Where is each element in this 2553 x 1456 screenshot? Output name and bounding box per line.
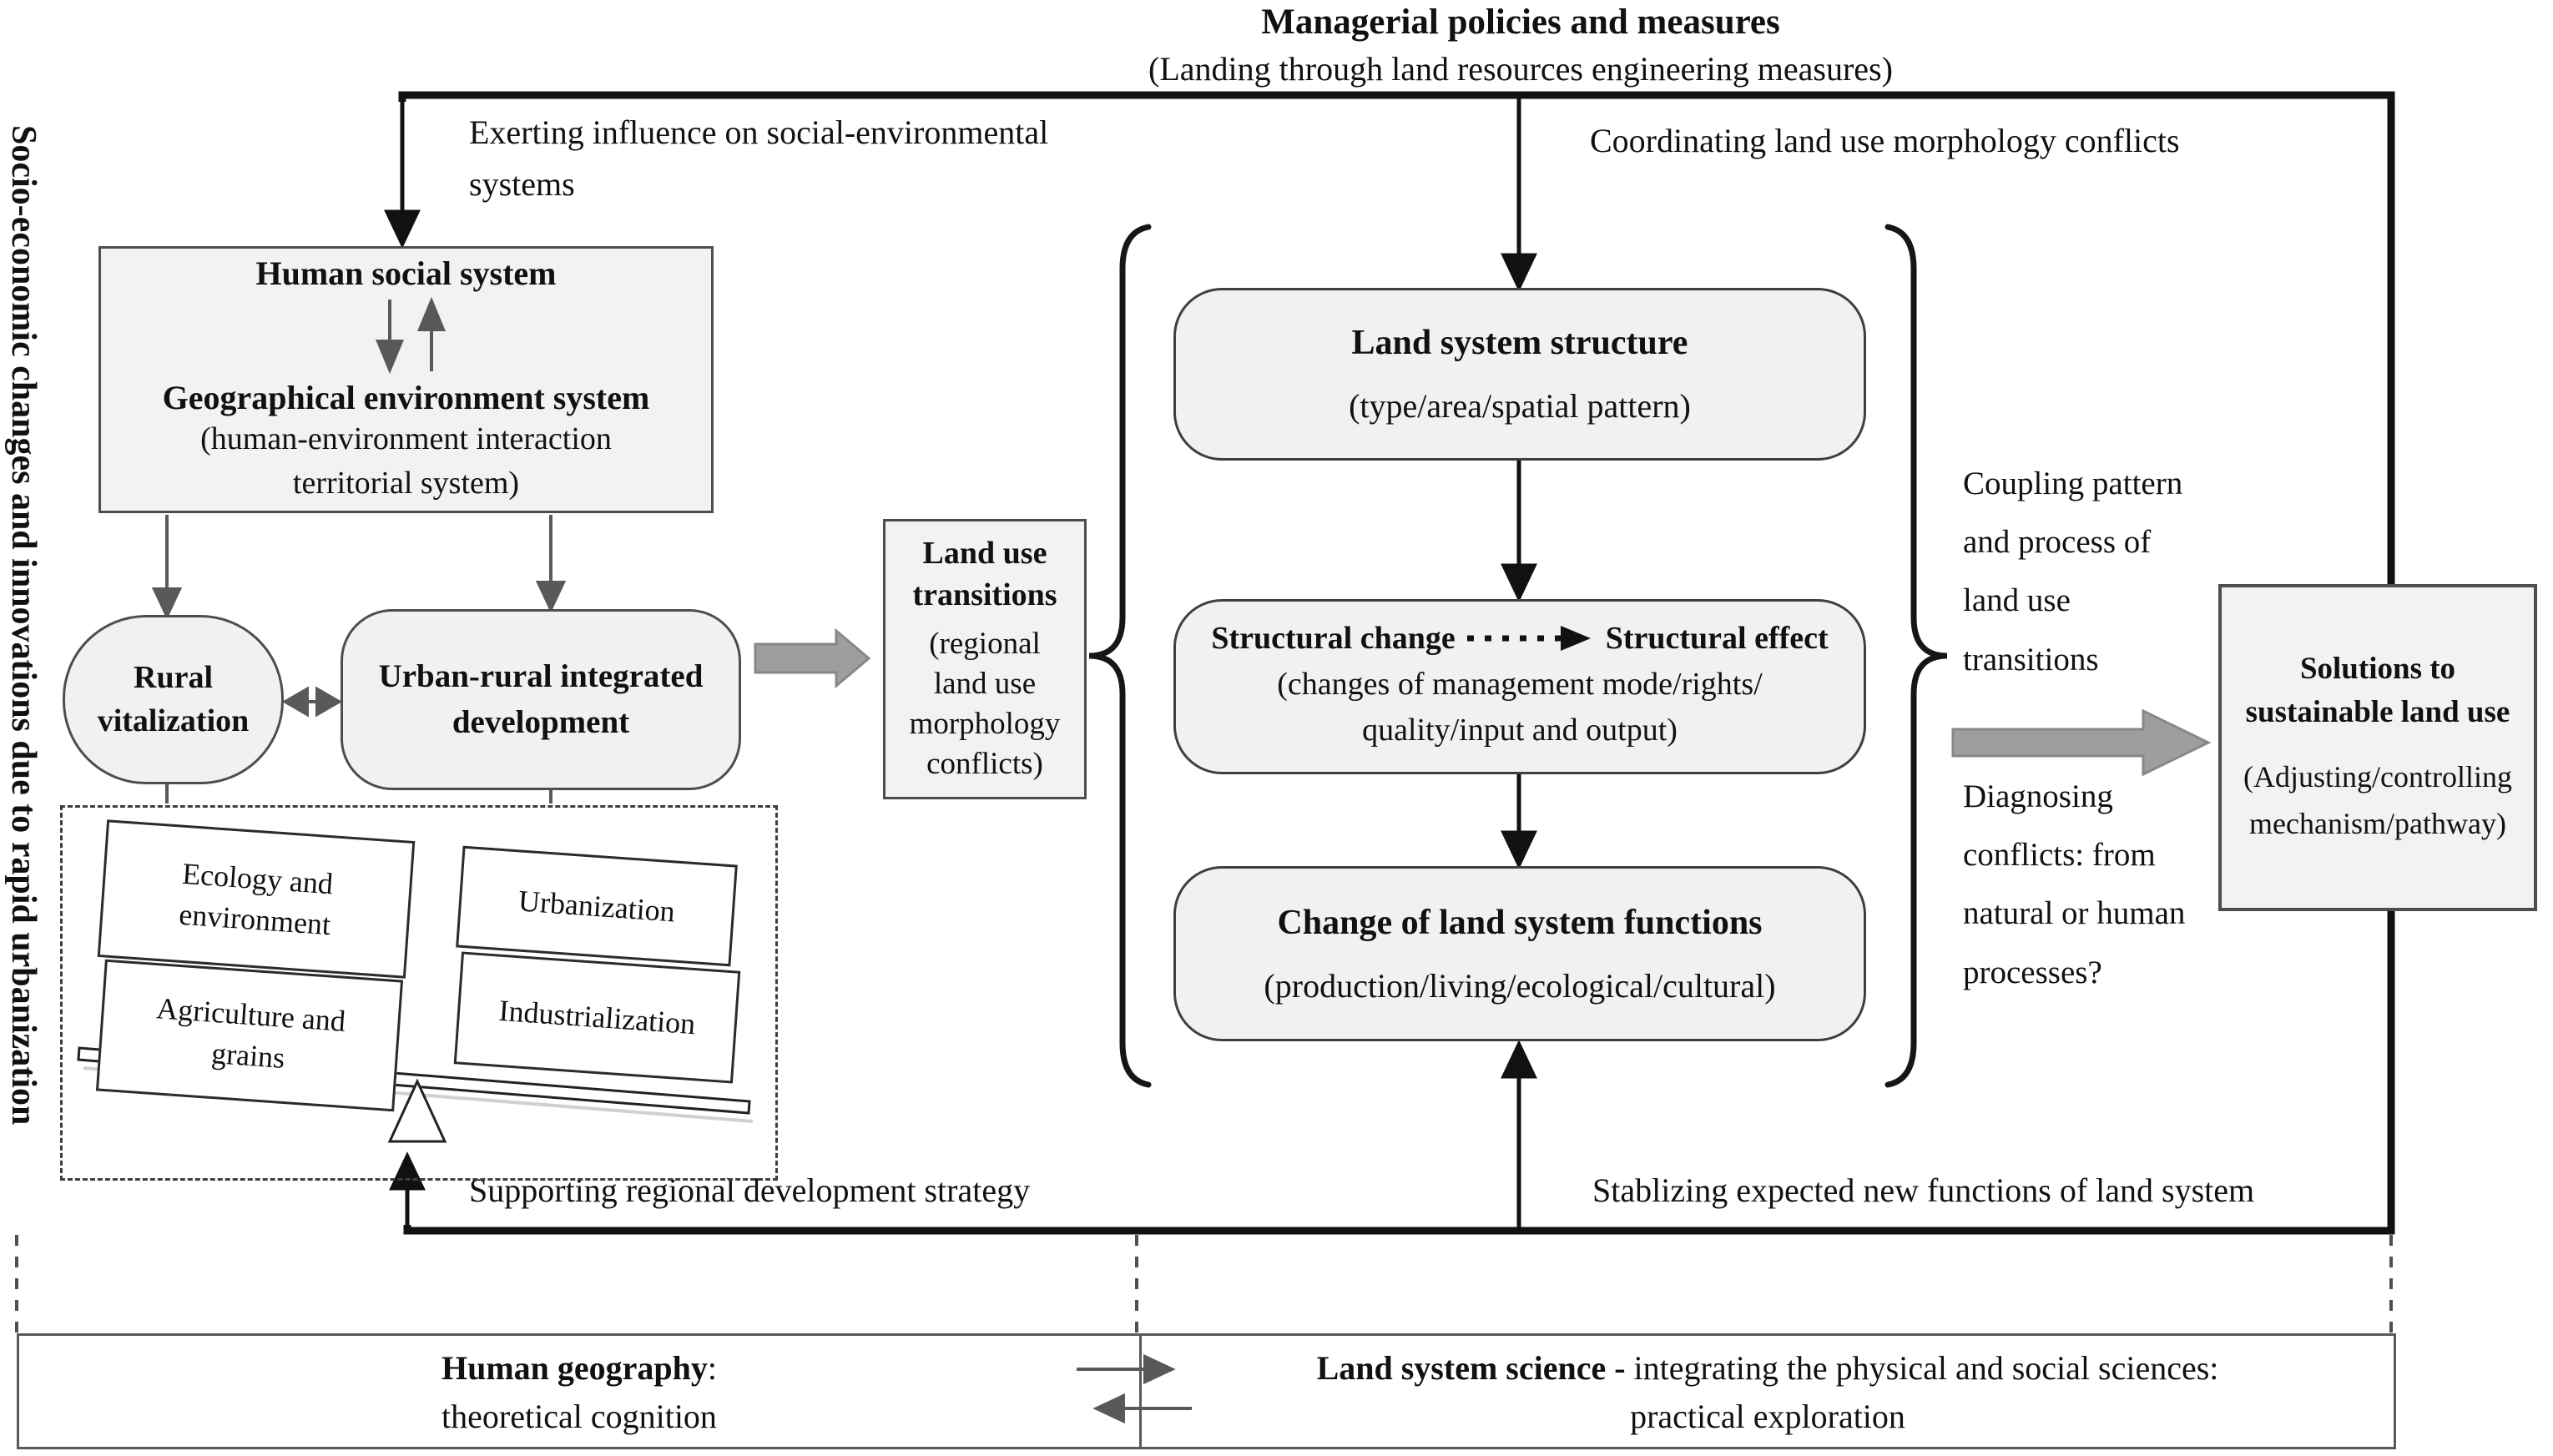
top-banner-subtitle: (Landing through land resources engineer… (1148, 50, 1893, 88)
side-axis-label: Socio-economic changes and innovations d… (4, 125, 43, 1126)
discipline-bar-divider (1139, 1336, 1142, 1447)
functions-subtitle: (production/living/ecological/cultural) (1264, 966, 1776, 1005)
exerting-label: Exerting influence on social-environment… (469, 107, 1103, 210)
structural-title-row: Structural change Structural effect (1211, 620, 1828, 657)
down-arrow-to-structure-head (1501, 253, 1537, 292)
dashed-arrow-icon (1466, 625, 1591, 651)
balance-dashed-box (60, 805, 778, 1181)
text-line: mechanism/pathway) (2249, 806, 2506, 840)
text-line: (Adjusting/controlling (2243, 760, 2512, 793)
geo-system-sub1: (human-environment interaction (200, 421, 612, 456)
text-line: Agriculture and (155, 991, 347, 1039)
text-line: and process of (1963, 524, 2152, 561)
text-line: Exerting influence on social-environment… (469, 113, 1049, 151)
text-line: development (452, 703, 630, 740)
human-geography-colon: : (707, 1348, 718, 1387)
interaction-arrows-icon (375, 296, 446, 375)
human-system-title: Human social system (255, 254, 557, 292)
diagnosing-label: Diagnosing conflicts: from natural or hu… (1963, 768, 2222, 1002)
text-line: Rural (134, 660, 213, 696)
block-arrow-to-land-use-transitions (754, 627, 871, 689)
human-geography-bold: Human geography (441, 1348, 708, 1387)
dashed-connectors (15, 1235, 2393, 1333)
up-arrow-to-functions-head (1501, 1040, 1537, 1079)
geo-system-title: Geographical environment system (162, 378, 650, 416)
urban-rural-development-box: Urban-rural integrated development (341, 609, 741, 790)
text-line: processes? (1963, 954, 2102, 990)
human-social-system-box: Human social system Geographical environ… (98, 246, 714, 513)
text-line: quality/input and output) (1362, 713, 1678, 748)
text-line: Solutions to (2299, 652, 2456, 687)
structural-change-label: Structural change (1211, 620, 1456, 656)
lss-title: Land system structure (1351, 324, 1688, 362)
text-line: conflicts) (926, 747, 1043, 782)
land-use-transitions-box: Land use transitions (regional land use … (883, 519, 1087, 799)
land-system-science-title: Land system science - integrating the ph… (1317, 1343, 2219, 1393)
text-line: conflicts: from (1963, 837, 2156, 874)
land-system-functions-box: Change of land system functions (product… (1173, 866, 1866, 1041)
human-geography-subtitle: theoretical cognition (441, 1397, 717, 1435)
land-system-science-subtitle: practical exploration (1630, 1397, 1905, 1435)
text-line: Coupling pattern (1963, 466, 2183, 501)
functions-title: Change of land system functions (1277, 903, 1763, 942)
human-geography-cell: Human geography: theoretical cognition (19, 1336, 1139, 1447)
seesaw-fulcrum-triangle-icon (387, 1078, 447, 1143)
text-line: Industrialization (497, 994, 697, 1041)
text-line: (regional (929, 627, 1041, 662)
rural-urban-double-arrow-right-head (315, 686, 343, 718)
land-system-science-rest: integrating the physical and social scie… (1625, 1348, 2219, 1387)
bar-right-arrow-head (1143, 1353, 1176, 1385)
block-arrow-to-solutions (1951, 708, 2212, 777)
right-brace (1884, 224, 1948, 1088)
change-to-functions-arrow-head (1501, 830, 1537, 869)
rural-urban-double-arrow-left-head (281, 686, 309, 718)
text-line: transitions (912, 577, 1057, 612)
structure-to-change-arrow-head (1501, 563, 1537, 602)
balance-item-urbanization: Urbanization (456, 845, 738, 967)
text-line: transitions (1963, 641, 2099, 678)
land-system-science-bold: Land system science - (1316, 1348, 1626, 1387)
text-line: land use (1963, 582, 2071, 619)
lss-subtitle: (type/area/spatial pattern) (1349, 387, 1691, 425)
human-to-rural-arrow-head (151, 587, 183, 620)
geo-system-sub2: territorial system) (292, 466, 520, 501)
top-banner: Managerial policies and measures (Landin… (1020, 2, 2021, 88)
down-arrow-to-human-system-head (384, 209, 421, 249)
text-line: Urban-rural integrated (378, 657, 704, 694)
land-system-science-cell: Land system science - integrating the ph… (1142, 1336, 2394, 1447)
solutions-box: Solutions to sustainable land use (Adjus… (2218, 584, 2537, 911)
human-to-urban-arrow-head (535, 581, 567, 613)
text-line: grains (210, 1035, 286, 1075)
text-line: Land use (922, 536, 1047, 572)
text-line: systems (469, 165, 575, 203)
structural-change-effect-box: Structural change Structural effect (cha… (1173, 599, 1866, 774)
supporting-label: Supporting regional development strategy (469, 1171, 1031, 1209)
left-brace (1088, 224, 1152, 1088)
human-geography-title: Human geography: (441, 1343, 717, 1393)
stablizing-label: Stablizing expected new functions of lan… (1592, 1171, 2255, 1209)
text-line: Urbanization (517, 884, 677, 929)
top-banner-title: Managerial policies and measures (1261, 3, 1780, 42)
bar-left-arrow-head (1092, 1393, 1125, 1424)
rural-vitalization-box: Rural vitalization (63, 615, 284, 784)
text-line: Diagnosing (1963, 778, 2113, 814)
text-line: morphology (909, 707, 1061, 742)
coordinating-label: Coordinating land use morphology conflic… (1590, 122, 2180, 159)
balance-item-ecology: Ecology and environment (97, 819, 416, 979)
coupling-label: Coupling pattern and process of land use… (1963, 455, 2213, 689)
text-line: sustainable land use (2245, 695, 2510, 730)
text-line: (changes of management mode/rights/ (1277, 666, 1763, 702)
balance-item-agriculture: Agriculture and grains (95, 959, 404, 1112)
text-line: land use (933, 667, 1037, 702)
balance-item-industrialization: Industrialization (453, 951, 741, 1084)
text-line: natural or human (1963, 895, 2186, 932)
discipline-bar: Human geography: theoretical cognition L… (17, 1333, 2396, 1449)
text-line: vitalization (97, 703, 250, 738)
structural-effect-label: Structural effect (1605, 620, 1829, 656)
gray-arrows (151, 515, 1192, 1424)
land-system-structure-box: Land system structure (type/area/spatial… (1173, 288, 1866, 461)
